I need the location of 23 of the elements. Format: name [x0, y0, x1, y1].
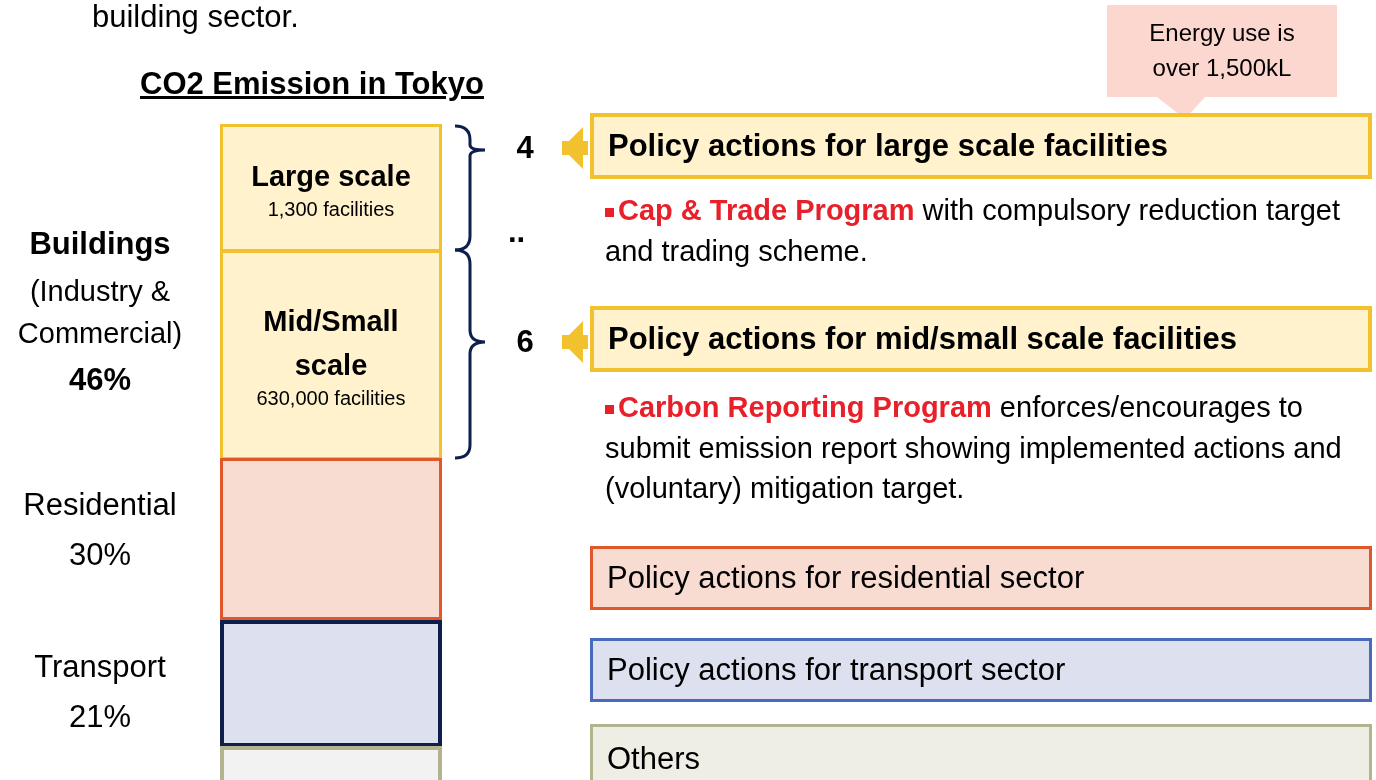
policy-box: Policy actions for mid/small scale facilities: [590, 306, 1372, 372]
step-number: 4: [508, 128, 542, 168]
policy-box: Policy actions for transport sector: [590, 638, 1372, 702]
policy-box: Policy actions for large scale facilities: [590, 113, 1372, 179]
bar-segment: Large scale 1,300 facilities: [220, 124, 442, 252]
sector-label: Residential 30%: [22, 486, 178, 574]
sector-label: Transport 21%: [33, 648, 167, 736]
step-number: 6: [508, 322, 542, 362]
bar-segment: [220, 620, 442, 747]
policy-box: Policy actions for residential sector: [590, 546, 1372, 610]
block-arrow: [562, 321, 588, 363]
sector-label: Buildings: [28, 226, 172, 262]
bar-segment: [220, 458, 442, 620]
bullet-text: Cap & Trade Program with compulsory reduction target and trading scheme.: [605, 193, 1342, 269]
bar-segment: Mid/Small scale 630,000 facilities: [220, 250, 442, 460]
chart-title: CO2 Emission in Tokyo: [140, 66, 484, 102]
bullet-text: Carbon Reporting Program enforces/encourages to submit emission report showing implemented actions and (voluntary) mitigation target.: [605, 390, 1343, 507]
percentage-label: 46%: [67, 362, 132, 398]
block-arrow: [562, 127, 588, 169]
sector-label: (Industry & Commercial): [16, 274, 184, 352]
ellipsis-mark: ..: [508, 214, 526, 250]
policy-box: Others: [590, 724, 1372, 780]
intro-text: building sector.: [92, 0, 299, 35]
